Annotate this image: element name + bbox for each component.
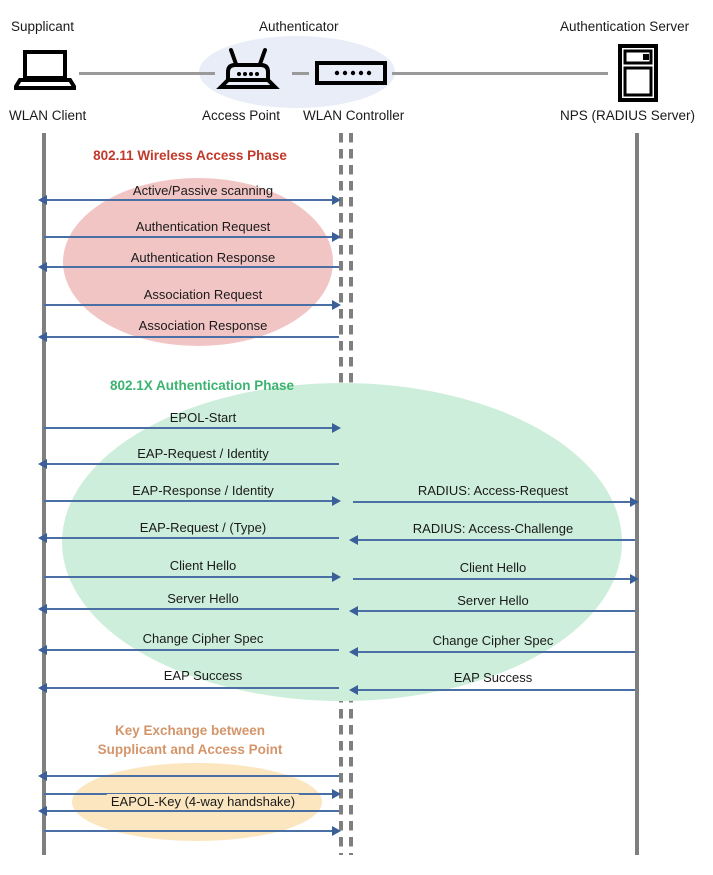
arrow-head-right [332,496,341,506]
device-label-wlan-client: WLAN Client [9,108,87,123]
link-client-to-ap [79,72,215,75]
arrow-head-left [38,459,47,469]
message-label: Change Cipher Spec [432,633,554,648]
arrow-head-left [38,683,47,693]
arrow-head-left [349,685,358,695]
arrow-line [46,266,339,268]
arrow-head-right [332,300,341,310]
arrow-line [44,576,339,578]
role-label-authentication-server: Authentication Server [560,19,690,34]
arrow-head-right [332,572,341,582]
arrow-line [357,689,635,691]
phase-ellipse-8021x [62,383,622,701]
message-label: Authentication Response [130,250,276,265]
link-ap-to-controller [292,72,309,75]
arrow-line [46,775,339,777]
phase-title-80211: 802.11 Wireless Access Phase [93,148,287,163]
arrow-line [44,500,339,502]
network-switch-icon [315,61,387,90]
lifeline-supplicant [42,133,46,855]
device-label-wlan-controller: WLAN Controller [303,108,405,123]
message-label: EAP-Request / Identity [137,446,269,461]
arrow-line [46,649,339,651]
message-label: Client Hello [169,558,237,573]
arrow-line [46,810,339,812]
arrow-head-left [349,535,358,545]
message-label: RADIUS: Access-Request [417,483,569,498]
laptop-icon [11,50,79,95]
arrow-line [357,539,635,541]
arrow-head-left [38,645,47,655]
message-label: EAPOL-Key (4-way handshake) [106,794,300,809]
arrow-line [46,608,339,610]
arrow-head-right [332,423,341,433]
device-label-access-point: Access Point [202,108,281,123]
role-label-authenticator: Authenticator [259,19,339,34]
arrow-head-left [38,806,47,816]
lifeline-auth-server [635,133,639,855]
device-label-nps: NPS (RADIUS Server) [560,108,696,123]
message-label: Association Response [138,318,268,333]
message-label: Association Request [143,287,263,302]
arrow-head-right [332,826,341,836]
message-label: Client Hello [459,560,527,575]
message-label: EPOL-Start [169,410,237,425]
arrow-line [46,199,339,201]
message-label: Change Cipher Spec [142,631,264,646]
arrow-head-left [38,332,47,342]
arrow-line [44,304,339,306]
arrow-line [46,336,339,338]
arrow-line [357,610,635,612]
arrow-line [353,501,635,503]
arrow-line [44,236,339,238]
arrow-head-right [332,789,341,799]
arrow-line [44,427,339,429]
arrow-line [44,830,339,832]
message-label: EAP Success [453,670,533,685]
wireless-router-icon [215,47,281,96]
arrow-head-right [332,195,341,205]
role-label-supplicant: Supplicant [11,19,75,34]
message-label: RADIUS: Access-Challenge [412,521,574,536]
arrow-head-left [349,647,358,657]
arrow-head-left [38,195,47,205]
arrow-line [46,687,339,689]
message-label: EAP-Request / (Type) [139,520,267,535]
arrow-head-left [349,606,358,616]
message-label: Active/Passive scanning [132,183,274,198]
arrow-head-right [332,232,341,242]
arrow-line [46,537,339,539]
message-label: Authentication Request [135,219,271,234]
arrow-line [353,578,635,580]
arrow-head-left [38,533,47,543]
arrow-head-left [38,262,47,272]
arrow-head-right [630,497,639,507]
arrow-head-right [630,574,639,584]
arrow-line [46,463,339,465]
server-rack-icon [618,44,658,107]
link-controller-to-server [392,72,608,75]
phase-ellipse-80211 [63,178,333,346]
message-label: EAP-Response / Identity [132,483,274,498]
message-label: Server Hello [167,591,239,606]
phase-title-key-exchange: Key Exchange between Supplicant and Acce… [97,723,283,757]
arrow-head-left [38,771,47,781]
message-label: EAP Success [163,668,243,683]
message-label: Server Hello [457,593,529,608]
phase-title-8021x: 802.1X Authentication Phase [109,378,295,393]
arrow-head-left [38,604,47,614]
arrow-line [357,651,635,653]
